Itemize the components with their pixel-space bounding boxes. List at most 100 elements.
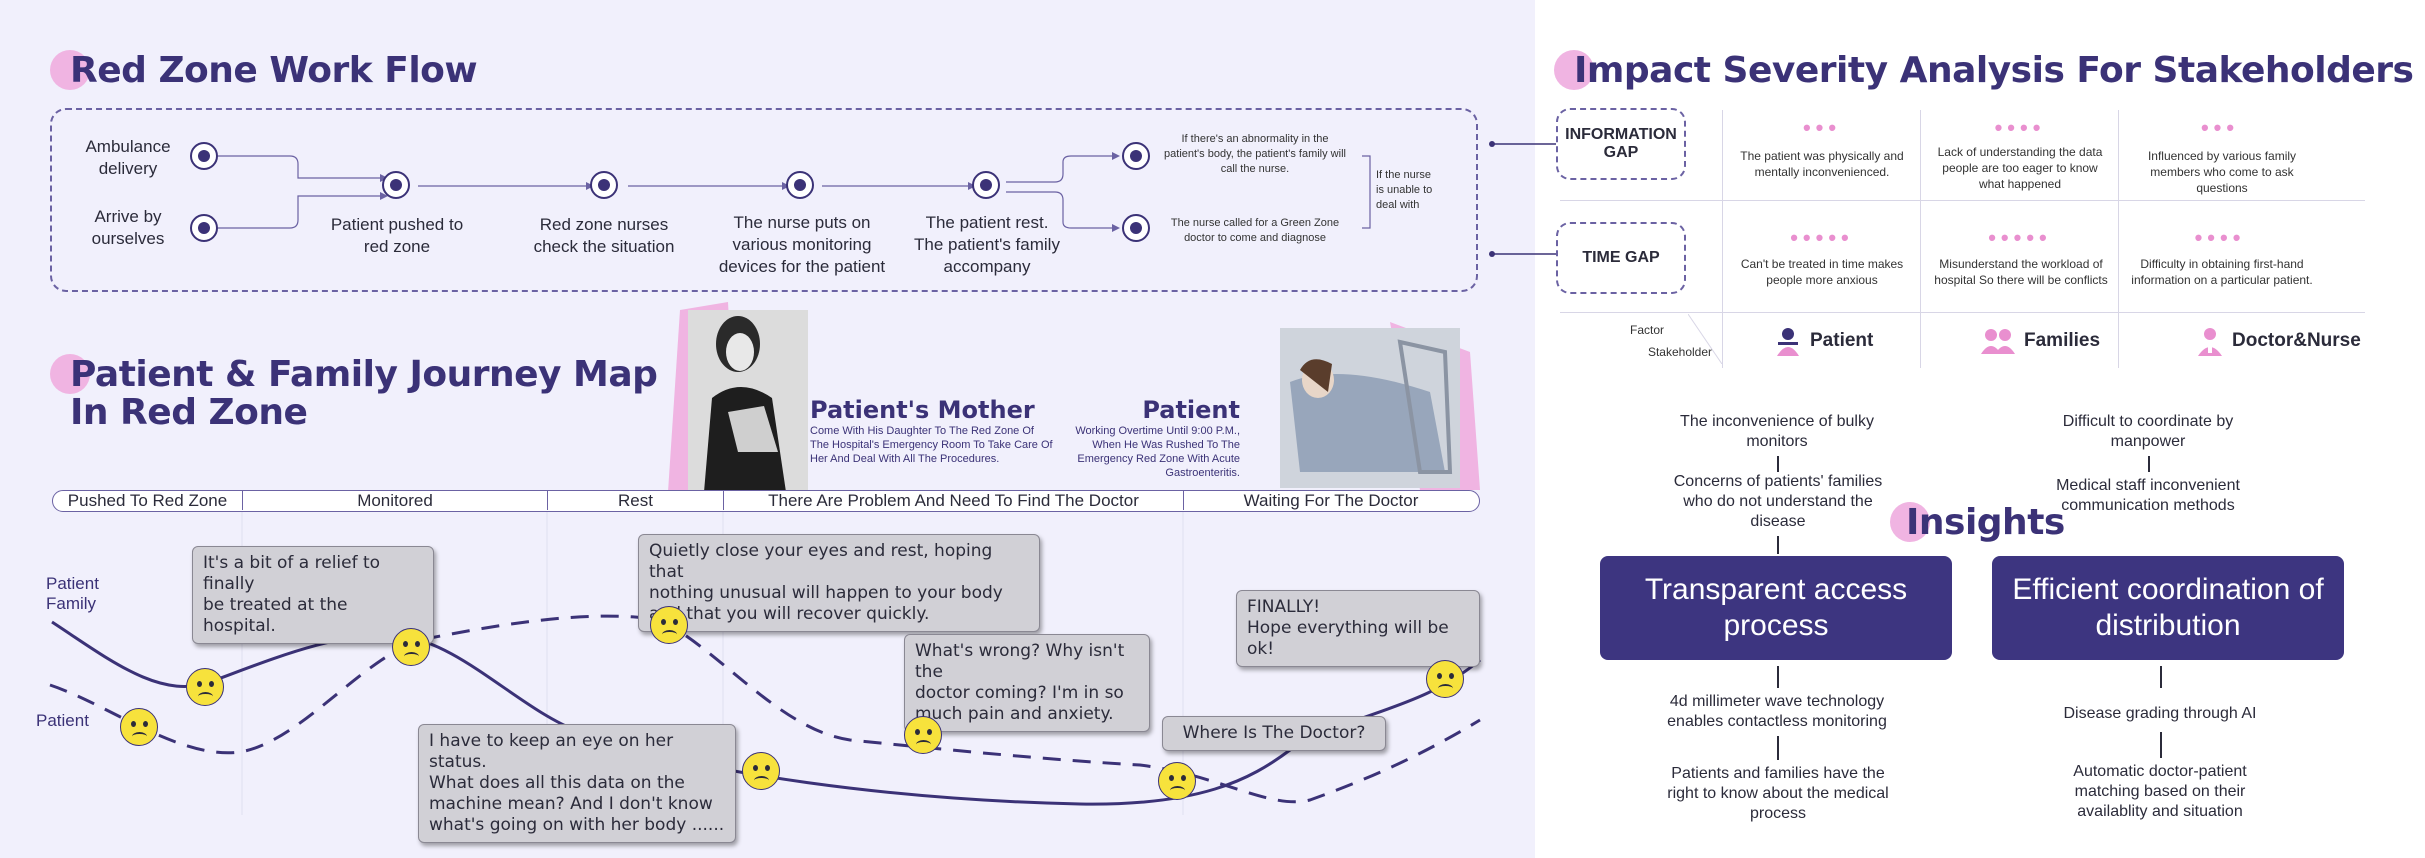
patient-icon <box>1777 328 1799 356</box>
impact-connectors <box>1489 141 1556 257</box>
insight-top2-b: Medical staff inconvenient communication… <box>2056 477 2240 514</box>
severity-dots: •••• <box>1994 115 2046 140</box>
insight-top1-a: The inconvenience of bulky monitors <box>1680 413 1874 450</box>
stakeholder-patient: Patient <box>1774 326 1873 356</box>
insight-connector <box>2160 666 2162 688</box>
insight-box-transparent: Transparent access process <box>1600 556 1952 660</box>
branch-green-doctor-text: The nurse called for a Green Zone doctor… <box>1170 217 1340 244</box>
severity-dots: •••• <box>2194 225 2246 250</box>
cell-info-families: Lack of understanding the data people ar… <box>1937 145 2103 191</box>
patient-desc: Working Overtime Until 9:00 P.M., When H… <box>1075 425 1240 479</box>
sad-face-icon <box>650 606 688 644</box>
col-divider <box>2118 110 2119 368</box>
cell-info-doctor: Influenced by various family members who… <box>2147 149 2297 195</box>
insight-connector <box>2160 732 2162 758</box>
flow-node-rest <box>972 171 1000 199</box>
stakeholder-label: Stakeholder <box>1647 345 1712 359</box>
col-divider <box>1920 110 1921 368</box>
patient-curve <box>49 614 1481 804</box>
stage-problem: There Are Problem And Need To Find The D… <box>724 491 1184 510</box>
flow-node-check <box>590 171 618 199</box>
angry-face-icon <box>1158 762 1196 800</box>
mother-desc: Come With His Daughter To The Red Zone O… <box>810 425 1053 465</box>
workflow-box <box>50 108 1478 292</box>
workflow-title: Red Zone Work Flow <box>70 50 478 91</box>
insight-bottom1-a: 4d millimeter wave technology enables co… <box>1667 693 1887 730</box>
title-dot-decoration <box>1890 502 1930 542</box>
information-gap-box: INFORMATION GAP <box>1556 108 1686 180</box>
insight-top2-a: Difficult to coordinate by manpower <box>2062 413 2234 450</box>
bubble-whats-wrong: What's wrong? Why isn't the doctor comin… <box>904 634 1150 732</box>
stage-pushed: Pushed To Red Zone <box>53 491 243 510</box>
mother-photo <box>668 302 808 492</box>
stage-monitored: Monitored <box>243 491 548 510</box>
worried-face-icon <box>186 668 224 706</box>
step-rest: The patient rest. The patient's family a… <box>914 213 1060 276</box>
bubble-where-doctor: Where Is The Doctor? <box>1162 716 1386 751</box>
journey-title-line2: In Red Zone <box>70 392 308 433</box>
title-dot-decoration <box>50 354 90 394</box>
severity-dots: ••• <box>1802 115 1842 140</box>
stakeholder-doctor-nurse-label: Doctor&Nurse <box>2232 330 2361 351</box>
insight-box-coordination: Efficient coordination of distribution <box>1992 556 2344 660</box>
insight-connector <box>1777 666 1779 688</box>
patient-name: Patient <box>1142 396 1240 424</box>
cell-time-families: Misunderstand the workload of hospital S… <box>1934 257 2108 287</box>
series-label-family: Patient Family <box>46 574 99 613</box>
row-divider <box>1560 200 2365 201</box>
insight-bottom1-b: Patients and families have the right to … <box>1667 765 1889 822</box>
branch-abnormal-text: If there's an abnormality in the patient… <box>1164 133 1346 175</box>
diagonal-header-line <box>1688 314 1723 364</box>
surprised-face-icon <box>1426 660 1464 698</box>
insight-top1-b: Concerns of patients' families who do no… <box>1673 473 1883 530</box>
insight-bottom2-a: Disease grading through AI <box>2063 705 2257 722</box>
stakeholder-doctor-nurse: Doctor&Nurse <box>2196 326 2361 356</box>
insight-connector <box>1777 456 1779 472</box>
journey-title-line1: Patient & Family Journey Map <box>70 354 658 395</box>
title-dot-decoration <box>1554 50 1594 90</box>
flow-node-ambulance <box>190 142 218 170</box>
bubble-relief: It's a bit of a relief to finally be tre… <box>192 546 434 644</box>
stakeholder-families: Families <box>1980 326 2100 356</box>
worried-face-icon <box>742 752 780 790</box>
bubble-rest: Quietly close your eyes and rest, hoping… <box>638 534 1040 632</box>
step-check: Red zone nurses check the situation <box>533 215 675 256</box>
title-dot-decoration <box>50 50 90 90</box>
patient-photo <box>1280 322 1480 490</box>
families-icon <box>1981 329 2015 354</box>
insight-bottom2-b: Automatic doctor-patient matching based … <box>2073 763 2247 820</box>
sad-face-icon <box>392 628 430 666</box>
mother-name: Patient's Mother <box>810 396 1035 424</box>
insight-connector <box>1777 736 1779 760</box>
col-divider <box>1722 110 1723 368</box>
row-divider <box>1560 312 2365 313</box>
bubble-finally: FINALLY! Hope everything will be ok! <box>1236 590 1480 667</box>
flow-node-green-doctor <box>1122 214 1150 242</box>
cell-time-patient: Can't be treated in time makes people mo… <box>1740 257 1904 287</box>
entry-self: Arrive by ourselves <box>91 207 165 248</box>
doctor-icon <box>2198 328 2222 356</box>
flow-node-pushed <box>382 171 410 199</box>
factor-label: Factor <box>1629 323 1664 337</box>
workflow-connectors <box>218 152 1371 232</box>
insight-connector <box>1777 536 1779 554</box>
step-monitor: The nurse puts on various monitoring dev… <box>718 213 886 276</box>
cell-time-doctor: Difficulty in obtaining first-hand infor… <box>2131 257 2313 287</box>
branch-note: If the nurse is unable to deal with <box>1376 169 1433 211</box>
stakeholder-families-label: Families <box>2024 330 2101 351</box>
severity-dots: ••••• <box>1790 225 1854 250</box>
flow-node-monitor <box>786 171 814 199</box>
insight-connector <box>2148 456 2150 472</box>
bubble-keep-eye: I have to keep an eye on her status. Wha… <box>418 724 736 843</box>
time-gap-box: TIME GAP <box>1556 222 1686 294</box>
impact-title: Impact Severity Analysis For Stakeholder… <box>1574 50 2414 91</box>
severity-dots: ••• <box>2200 115 2240 140</box>
stage-waiting: Waiting For The Doctor <box>1243 491 1419 510</box>
series-label-patient: Patient <box>36 711 89 730</box>
worried-face-icon <box>904 716 942 754</box>
flow-node-abnormal <box>1122 142 1150 170</box>
severity-dots: ••••• <box>1988 225 2052 250</box>
worried-face-icon <box>120 708 158 746</box>
cell-info-patient: The patient was physically and mentally … <box>1740 149 1904 179</box>
flow-node-self <box>190 214 218 242</box>
